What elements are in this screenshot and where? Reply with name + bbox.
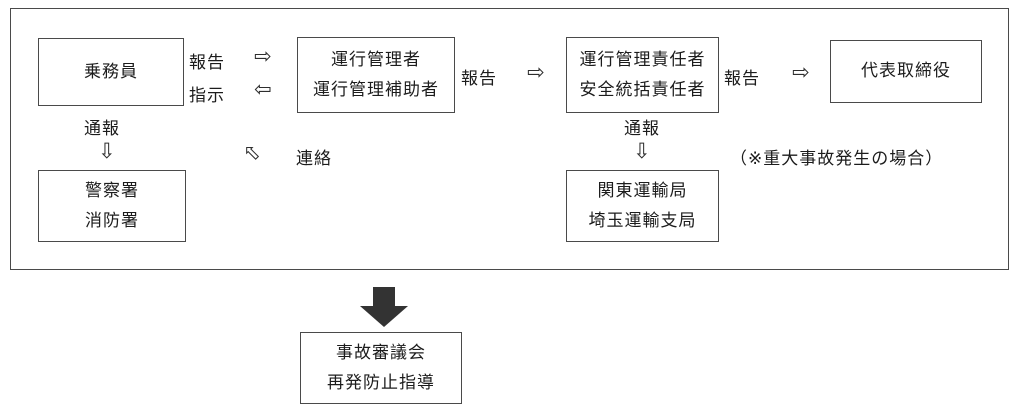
box-operation-manager-line1: 運行管理者 bbox=[331, 50, 421, 70]
report-label-3: 報告 bbox=[724, 69, 760, 88]
left-arrow-icon: ⇦ bbox=[254, 78, 272, 101]
box-transport-bureau-line2: 埼玉運輸支局 bbox=[588, 210, 697, 230]
box-operation-manager-line2: 運行管理補助者 bbox=[313, 79, 439, 99]
right-arrow-icon: ⇨ bbox=[527, 61, 545, 84]
box-operation-chief-line1: 運行管理責任者 bbox=[579, 50, 706, 70]
right-arrow-icon: ⇨ bbox=[254, 45, 272, 68]
down-arrow-icon: ⇩ bbox=[98, 140, 116, 163]
box-crew: 乗務員 bbox=[38, 38, 184, 106]
down-arrow-icon: ⇩ bbox=[633, 140, 651, 163]
right-arrow-icon: ⇨ bbox=[792, 61, 810, 84]
notify-right-label: 通報 bbox=[624, 119, 660, 138]
solid-down-arrow-head bbox=[360, 306, 408, 327]
instruction-label: 指示 bbox=[189, 86, 225, 105]
box-operation-chief-line2: 安全統括責任者 bbox=[579, 79, 706, 99]
box-operation-manager: 運行管理者 運行管理補助者 bbox=[297, 37, 455, 113]
report-label-1: 報告 bbox=[189, 53, 225, 72]
box-accident-council-line2: 再発防止指導 bbox=[327, 372, 435, 392]
box-ceo: 代表取締役 bbox=[830, 40, 982, 103]
box-operation-chief: 運行管理責任者 安全統括責任者 bbox=[566, 37, 719, 113]
box-accident-council: 事故審議会 再発防止指導 bbox=[300, 332, 462, 404]
box-transport-bureau: 関東運輸局 埼玉運輸支局 bbox=[566, 170, 719, 242]
diagonal-arrow-icon: ⇧ bbox=[238, 139, 267, 168]
box-accident-council-line1: 事故審議会 bbox=[336, 343, 426, 363]
notify-left-label: 通報 bbox=[84, 119, 120, 138]
box-crew-label: 乗務員 bbox=[84, 61, 138, 81]
contact-label: 連絡 bbox=[296, 149, 332, 168]
box-police-fire: 警察署 消防署 bbox=[38, 170, 186, 242]
box-police-fire-line2: 消防署 bbox=[85, 210, 139, 230]
solid-down-arrow bbox=[360, 287, 408, 327]
box-police-fire-line1: 警察署 bbox=[85, 181, 139, 201]
solid-down-arrow-shaft bbox=[373, 287, 395, 306]
report-label-2: 報告 bbox=[461, 69, 497, 88]
major-accident-note: （※重大事故発生の場合） bbox=[730, 149, 944, 168]
box-transport-bureau-line1: 関東運輸局 bbox=[597, 181, 688, 201]
box-ceo-label: 代表取締役 bbox=[861, 61, 951, 81]
